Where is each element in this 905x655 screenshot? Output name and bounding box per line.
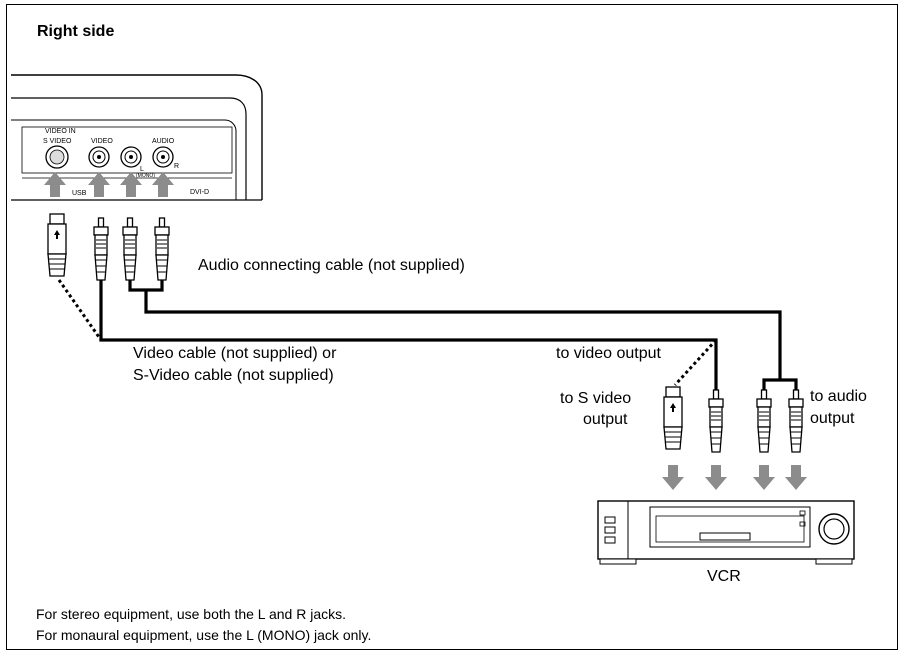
audio-cable-label: Audio connecting cable (not supplied): [198, 257, 465, 274]
vcr-device: [597, 500, 855, 565]
to-s-video-output-label: output: [583, 411, 628, 428]
vcr-label: VCR: [707, 568, 741, 585]
usb-port-label: USB: [72, 190, 87, 197]
video-plug-icon: [93, 217, 109, 281]
vcr-audio-r-plug-icon: [788, 389, 804, 453]
video-in-panel-label: VIDEO IN: [45, 128, 76, 135]
audio-l-jack: [120, 146, 142, 168]
video-arrow-icon: [88, 172, 110, 197]
video-jack-label: VIDEO: [91, 138, 113, 145]
vcr-s-video-plug-icon: [663, 386, 683, 450]
audio-l-plug-icon: [122, 217, 138, 281]
section-heading: Right side: [37, 23, 115, 40]
video-cable-label: Video cable (not supplied) or: [133, 345, 337, 362]
audio-l-label: L: [140, 166, 144, 173]
audio-r-label: R: [174, 163, 179, 170]
to-video-output-label: to video output: [556, 345, 661, 362]
vcr-s-video-arrow-icon: [662, 465, 684, 490]
s-video-arrow-icon: [44, 172, 66, 197]
audio-mono-label: (MONO): [136, 173, 155, 179]
to-s-video-label: to S video: [560, 390, 632, 407]
s-video-jack: [45, 145, 69, 169]
projector-panel: VIDEO IN S VIDEO VIDEO AUDIO L R (MONO) …: [11, 74, 263, 201]
s-video-plug-icon: [47, 213, 67, 277]
audio-r-arrow-icon: [152, 172, 174, 197]
vcr-audio-l-plug-icon: [756, 389, 772, 453]
s-video-cable-label: S-Video cable (not supplied): [133, 367, 334, 384]
to-audio-output-label: output: [810, 410, 855, 427]
dvi-d-port-label: DVI-D: [190, 189, 209, 196]
audio-cable: [128, 280, 798, 393]
audio-jack-label: AUDIO: [152, 138, 175, 145]
vcr-video-plug-icon: [708, 389, 724, 453]
vcr-audio-l-arrow-icon: [753, 465, 775, 490]
stereo-note: For stereo equipment, use both the L and…: [36, 606, 346, 622]
audio-r-plug-icon: [154, 217, 170, 281]
audio-r-jack: [152, 146, 174, 168]
vcr-video-arrow-icon: [705, 465, 727, 490]
monaural-note: For monaural equipment, use the L (MONO)…: [36, 627, 372, 643]
vcr-audio-r-arrow-icon: [785, 465, 807, 490]
s-video-cable: [57, 279, 718, 387]
video-jack: [88, 146, 110, 168]
video-cable: [99, 280, 718, 390]
to-audio-label: to audio: [810, 388, 867, 405]
s-video-jack-label: S VIDEO: [43, 138, 72, 145]
